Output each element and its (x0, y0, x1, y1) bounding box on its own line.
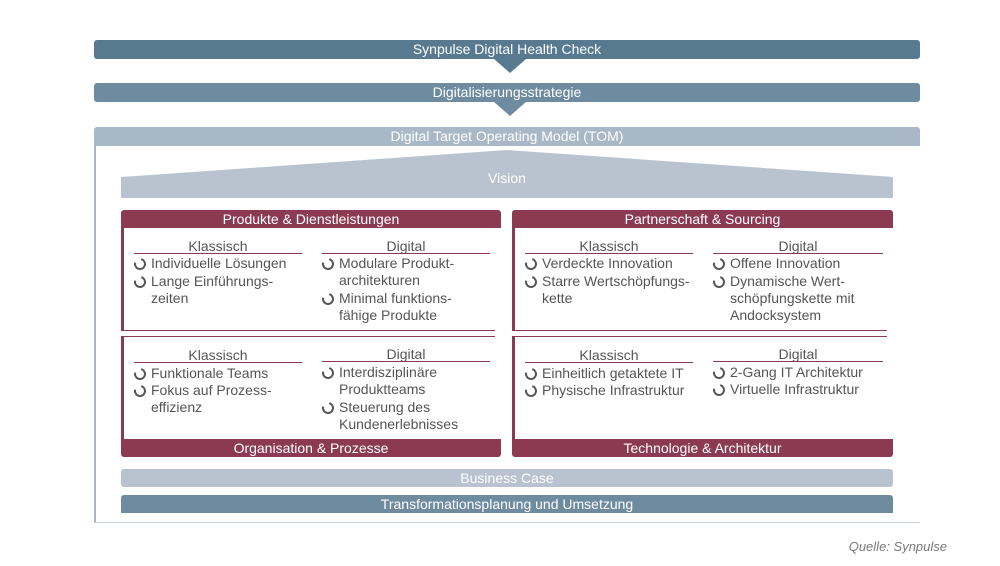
q1-right-heading: Digital (386, 238, 426, 254)
q4-right-heading: Digital (778, 346, 818, 362)
list-item: Fokus auf Prozess- effizienz (131, 382, 309, 416)
list-item: Physische Infrastruktur (522, 382, 705, 400)
source-note: Quelle: Synpulse (848, 539, 947, 554)
q2-right-heading: Digital (778, 238, 818, 254)
q1-left-heading: Klassisch (188, 238, 248, 254)
transformation-bar: Transformationsplanung und Umsetzung (121, 495, 893, 513)
q1-left-rule (134, 253, 302, 254)
list-item: Steuerung des Kundenerlebnisses (319, 399, 497, 433)
q2-left-heading: Klassisch (579, 238, 639, 254)
q1-left-border (121, 228, 124, 330)
q4-right-rule (713, 361, 883, 362)
list-item: Offene Innovation (710, 255, 888, 273)
q2-header: Partnerschaft & Sourcing (512, 210, 893, 228)
q4-left-border (512, 336, 515, 439)
q4-left-heading: Klassisch (579, 347, 639, 363)
q3-right-heading: Digital (386, 346, 426, 362)
list-item: Lange Einführungs- zeiten (131, 273, 309, 307)
q4-footer: Technologie & Architektur (512, 439, 893, 457)
strategy-bar: Digitalisierungsstrategie (94, 83, 920, 102)
q3-footer: Organisation & Prozesse (121, 439, 501, 457)
list-item: Funktionale Teams (131, 365, 309, 383)
q1-right-rule (322, 253, 490, 254)
chevron-1 (494, 59, 526, 73)
q3-top-rule (121, 336, 495, 337)
list-item: Minimal funktions- fähige Produkte (319, 290, 497, 324)
vision-roof (121, 150, 893, 198)
tom-frame-left (94, 146, 96, 523)
q1-header: Produkte & Dienstleistungen (121, 210, 501, 228)
list-item: Einheitlich getaktete IT (522, 365, 705, 383)
tom-bar: Digital Target Operating Model (TOM) (94, 127, 920, 146)
q3-left-border (121, 336, 124, 439)
vision-label: Vision (488, 170, 526, 186)
q2-right-rule (713, 253, 883, 254)
health-check-bar: Synpulse Digital Health Check (94, 40, 920, 59)
list-item: Virtuelle Infrastruktur (710, 381, 888, 399)
business-case-label: Business Case (460, 470, 554, 486)
list-item: Starre Wertschöpfungs- kette (522, 273, 705, 307)
strategy-label: Digitalisierungsstrategie (432, 84, 582, 100)
q2-left-border (512, 228, 515, 330)
q2-left-rule (525, 253, 693, 254)
list-item: Verdeckte Innovation (522, 255, 705, 273)
business-case-bar: Business Case (121, 469, 893, 487)
list-item: Dynamische Wert- schöpfungskette mit And… (710, 273, 888, 324)
health-check-label: Synpulse Digital Health Check (412, 41, 602, 57)
q1-bottom-rule (121, 330, 495, 331)
list-item: Interdisziplinäre Produktteams (319, 364, 497, 398)
tom-label: Digital Target Operating Model (TOM) (390, 128, 624, 144)
q3-left-heading: Klassisch (188, 347, 248, 363)
q4-top-rule (512, 336, 887, 337)
q2-bottom-rule (512, 330, 887, 331)
q3-left-rule (134, 362, 302, 363)
q3-right-rule (322, 361, 490, 362)
list-item: Modulare Produkt- architekturen (319, 255, 497, 289)
chevron-2 (494, 102, 526, 116)
list-item: 2-Gang IT Architektur (710, 364, 888, 382)
tom-frame-bottom (94, 522, 920, 523)
q4-left-rule (525, 362, 693, 363)
list-item: Individuelle Lösungen (131, 255, 309, 273)
transformation-label: Transformationsplanung und Umsetzung (380, 496, 634, 512)
